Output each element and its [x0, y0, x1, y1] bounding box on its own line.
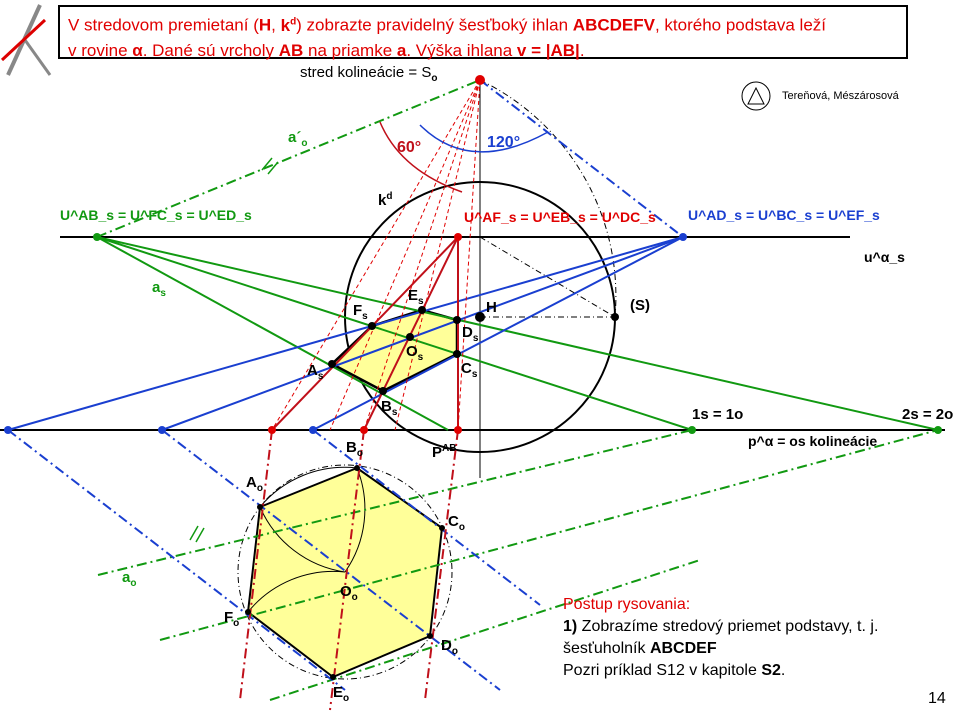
compass-logo-icon: [0, 4, 52, 76]
svg-text:ao: ao: [122, 569, 136, 589]
svg-text:Do: Do: [441, 637, 458, 657]
svg-text:Ao: Ao: [246, 474, 263, 494]
svg-text:Oo: Oo: [340, 583, 358, 603]
green-lines: [96, 236, 939, 431]
svg-text:Cs: Cs: [461, 360, 478, 380]
svg-text:2s = 2o: 2s = 2o: [902, 406, 953, 423]
hexagon-projection: [329, 308, 459, 393]
svg-text:as: as: [152, 279, 166, 299]
svg-text:Bs: Bs: [381, 398, 398, 418]
svg-text:kd: kd: [378, 191, 392, 209]
drawing-steps: Postup rysovania: 1) Zobrazíme stredový …: [563, 596, 879, 679]
authors: Tereňová, Mészárosová: [782, 90, 899, 102]
svg-text:a´o: a´o: [288, 129, 307, 149]
angle-60-arc: [379, 121, 463, 193]
svg-text:p^α = os kolineácie: p^α = os kolineácie: [748, 433, 877, 449]
vanishing-point-blue-label: U^AD_s = U^BC_s = U^EF_s: [688, 207, 880, 223]
angle-120-arc: [419, 124, 549, 153]
construction-arc: [479, 79, 617, 318]
svg-text:Ds: Ds: [462, 324, 479, 344]
circumcircle: [237, 464, 453, 680]
horizon-label: u^α_s: [864, 249, 905, 265]
svg-text:(S): (S): [630, 297, 650, 314]
svg-text:PAB: PAB: [432, 443, 456, 461]
svg-text:1s = 1o: 1s = 1o: [692, 406, 743, 423]
svg-text:Eo: Eo: [333, 684, 349, 704]
vanishing-point-green-label: U^AB_s = U^FC_s = U^ED_s: [60, 207, 252, 223]
blue-lines: [7, 236, 684, 431]
svg-text:Co: Co: [448, 513, 465, 533]
svg-text:Es: Es: [408, 287, 424, 307]
svg-text:H: H: [486, 299, 497, 316]
task-statement: V stredovom premietaní (H, kd) zobrazte …: [58, 5, 908, 60]
svg-text:Bo: Bo: [346, 439, 363, 459]
svg-text:Os: Os: [406, 343, 424, 363]
page-number: 14: [928, 690, 946, 707]
center-label: stred kolineácie = So: [300, 64, 437, 84]
angle-60-label: 60°: [397, 139, 421, 156]
svg-text:Fo: Fo: [224, 609, 239, 629]
vanishing-point-red-label: U^AF_s = U^EB_s = U^DC_s: [464, 209, 656, 225]
author-logo-icon: [741, 81, 771, 111]
svg-text:As: As: [307, 362, 324, 382]
angle-120-label: 120°: [487, 134, 520, 151]
svg-text:Fs: Fs: [353, 302, 368, 322]
